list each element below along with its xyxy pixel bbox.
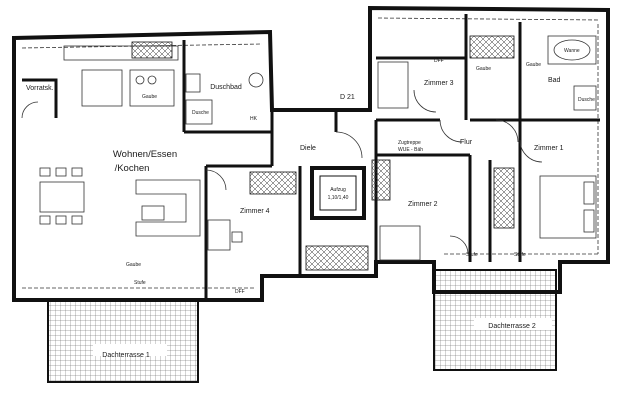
kitchen-counter [63,45,179,107]
room-label-zimmer-1: Zimmer 1 [534,145,564,152]
room-label-zimmer-3: Zimmer 3 [424,80,454,87]
stufe-label-1: Stufe [134,280,146,286]
elevator [310,166,366,220]
stufe-label-3: Stufe [514,252,526,258]
elevator-label-line1: Aufzug [330,187,346,193]
room-label-wohnen-line2: /Kochen [115,163,150,174]
room-label-zimmer-4: Zimmer 4 [240,208,270,215]
wanne-label: Wanne [564,48,580,54]
elevator-label-line2: 1,10/1,40 [328,195,349,201]
terrace-label-1: Dachterrasse 1 [102,352,150,359]
dining-area [39,167,85,225]
gaube-label-zimmer-3: Gaube [476,66,491,72]
dff-label-zimmer-4: DFF [235,289,245,295]
dimension-label: D 21 [340,94,355,101]
desk-zimmer-4 [207,219,243,251]
zugtreppe-label-line1: Zugtreppe [398,140,421,146]
dusche-label-duschbad: Dusche [192,110,209,116]
room-label-duschbad: Duschbad [210,84,242,91]
stufe-label-2: Stufe [466,252,478,258]
shower-duschbad [185,72,264,125]
room-label-diele: Diele [300,145,316,152]
shaft-blocks [131,35,515,271]
terrace-2 [433,269,557,371]
sofa [135,179,201,237]
room-label-flur: Flur [460,139,473,146]
dff-label-zimmer-3: DFF [434,58,444,64]
room-label-bad: Bad [548,77,561,84]
dusche-label-bad: Dusche [578,97,595,103]
terrace-label-2: Dachterrasse 2 [488,323,536,330]
terrace-1 [47,299,199,383]
room-label-wohnen-line1: Wohnen/Essen [113,149,177,160]
gaube-label-bad: Gaube [526,62,541,68]
gaube-label-living: Gaube [126,262,141,268]
gaube-label-kitchen: Gaube [142,94,157,100]
doors [21,89,543,255]
bed-zimmer-3 [377,61,409,109]
interior-walls [22,14,600,300]
bed-zimmer-1 [539,175,597,239]
hk-label: HK [250,116,258,122]
bed-zimmer-2 [379,225,421,261]
zugtreppe-label-line2: WUE - Bäh [398,147,423,153]
room-label-vorratsk: Vorratsk. [26,85,54,92]
bathtub [547,35,597,65]
room-label-zimmer-2: Zimmer 2 [408,201,438,208]
shower-bad [573,85,597,111]
